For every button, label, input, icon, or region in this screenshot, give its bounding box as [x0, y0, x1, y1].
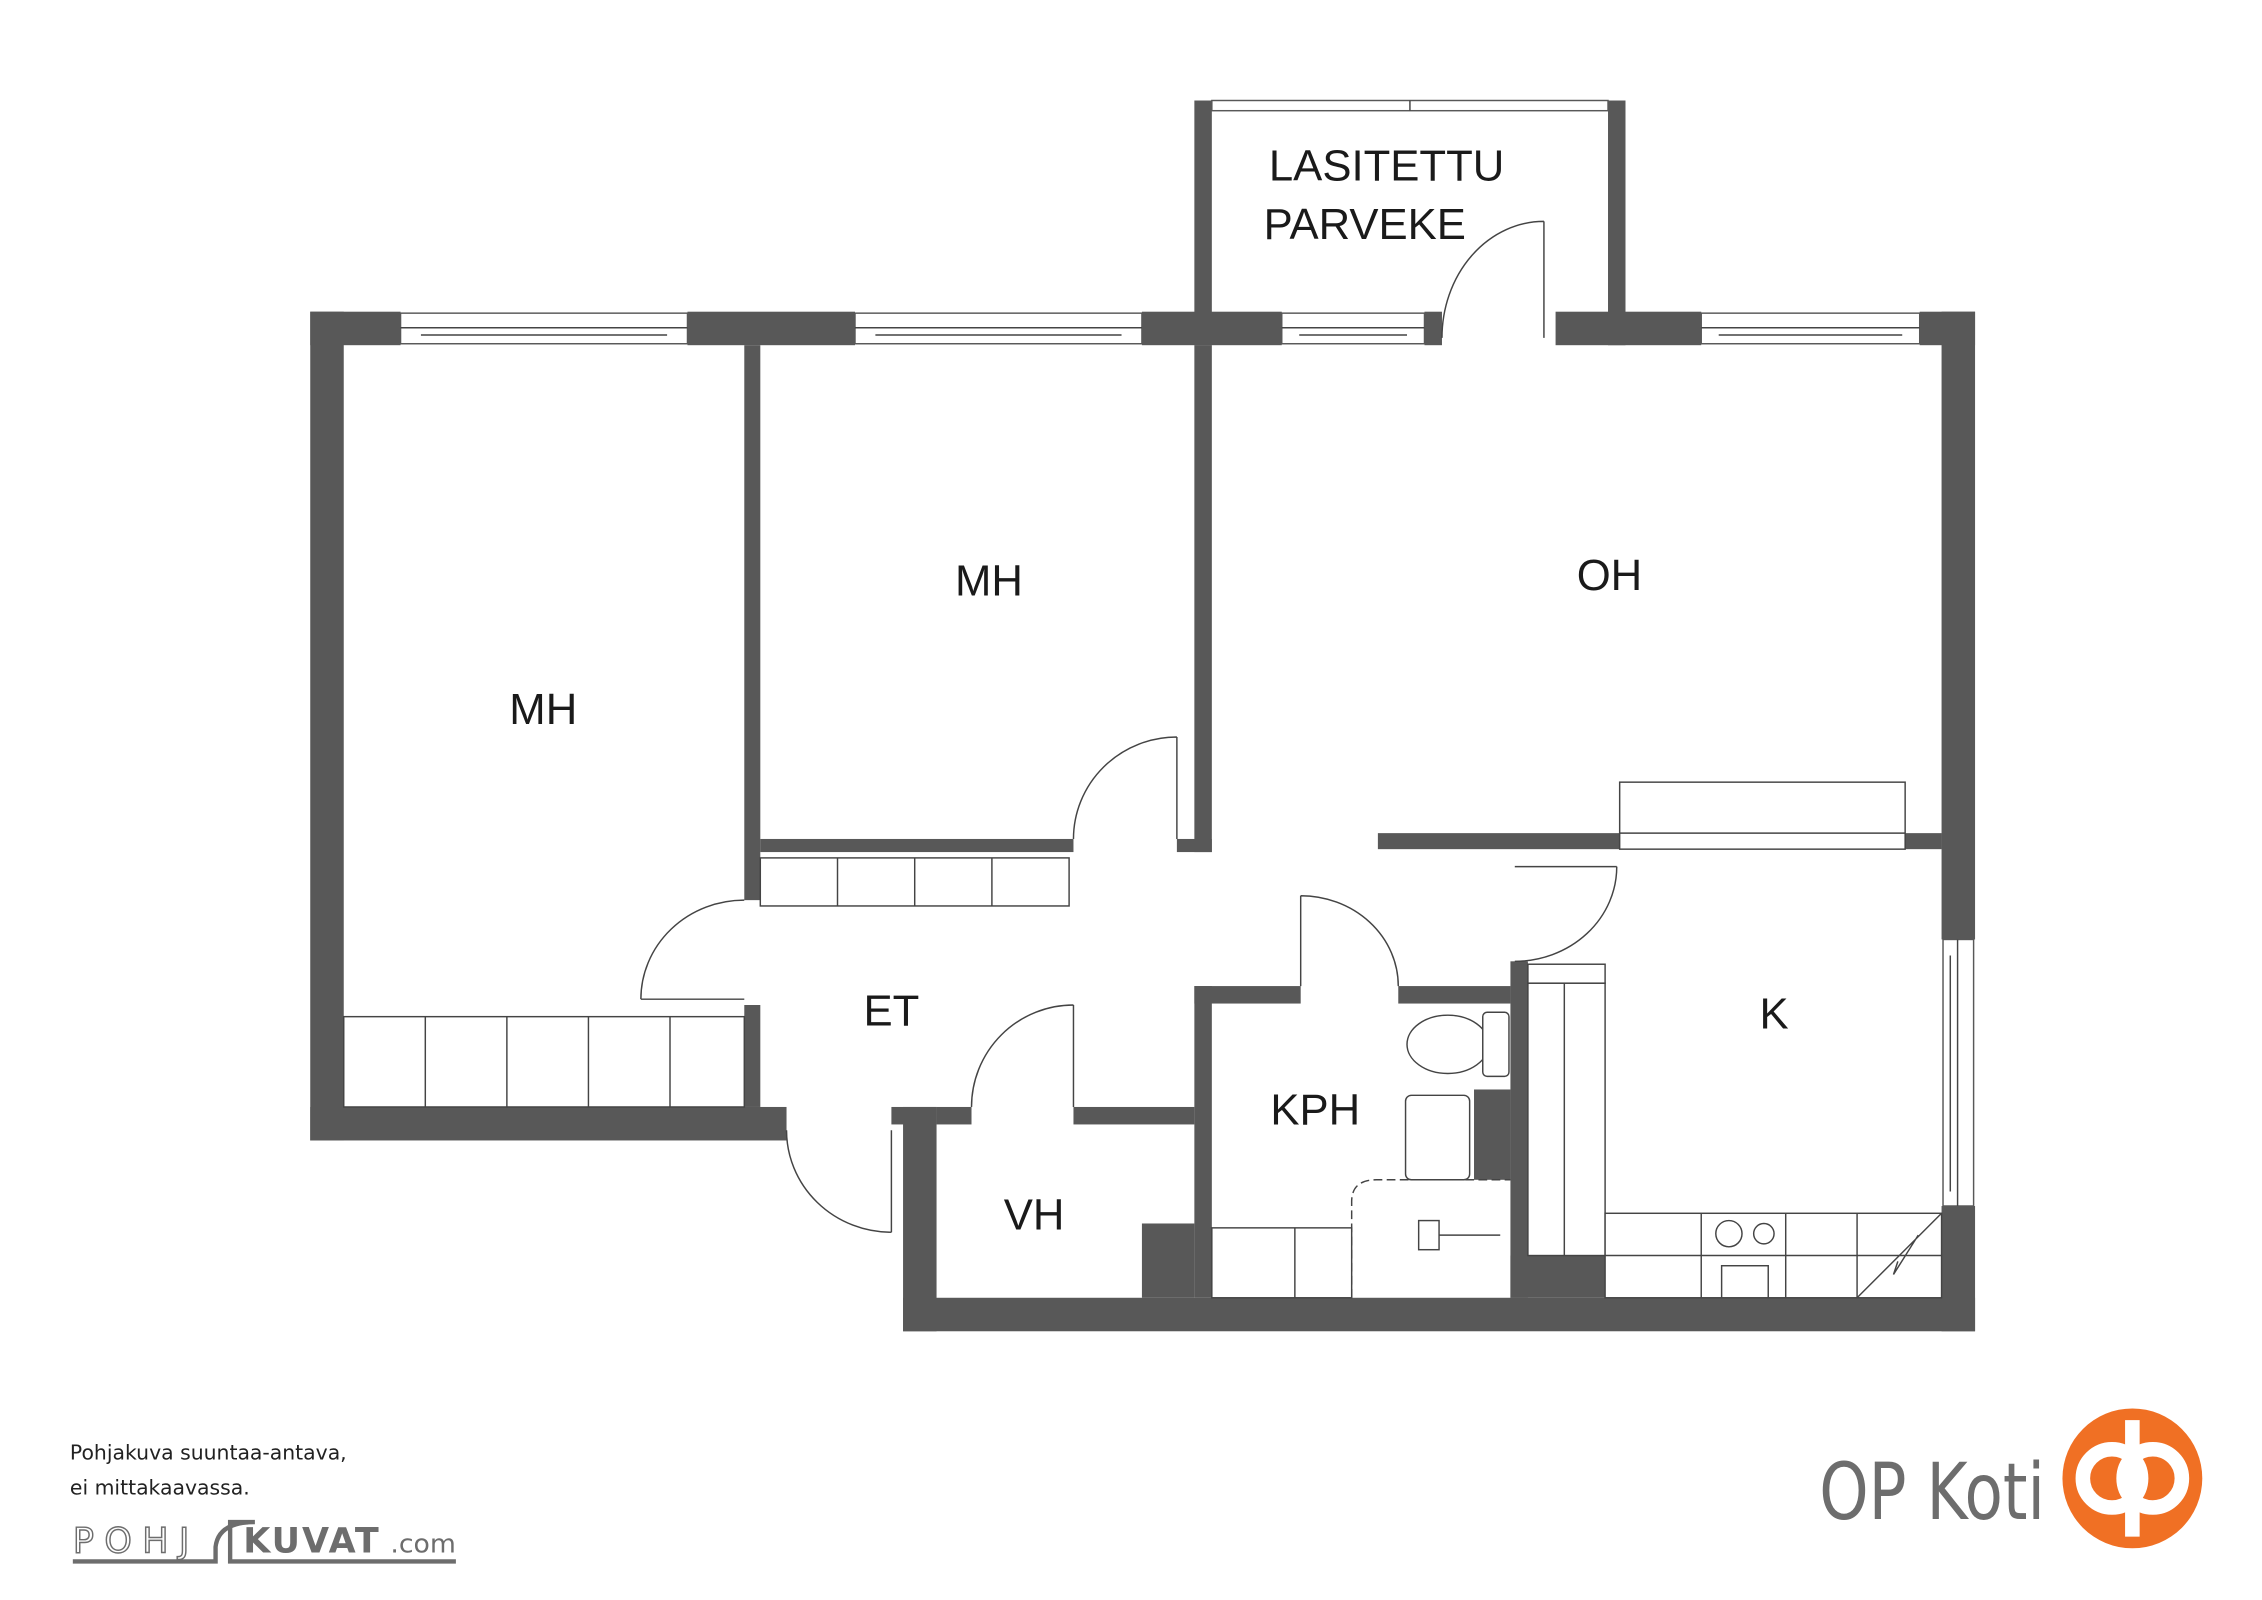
- bedroom-1-door: [640, 899, 745, 1000]
- room-label-kitchen: K: [1759, 989, 1788, 1038]
- toilet: [1406, 1014, 1490, 1075]
- logo-bold-text: KUVAT: [243, 1522, 379, 1562]
- room-label-closet: VH: [1004, 1190, 1065, 1239]
- fixtures: [343, 781, 1943, 1299]
- room-label-bedroom-2: MH: [955, 557, 1023, 606]
- room-label-balcony-2: PARVEKE: [1264, 200, 1466, 249]
- pohjakuvat-logo: POHJ KUVAT .com: [72, 1519, 456, 1564]
- logo-outline-text: POHJ: [73, 1522, 190, 1562]
- stove-burner: [1715, 1219, 1743, 1248]
- closet-door: [970, 1004, 1075, 1107]
- balcony-door: [1441, 220, 1545, 338]
- walls: [310, 100, 1976, 1332]
- room-label-balcony-1: LASITETTU: [1269, 142, 1504, 191]
- room-label-hallway: ET: [863, 986, 919, 1035]
- stove-burner: [1752, 1222, 1775, 1245]
- room-label-living-room: OH: [1577, 551, 1643, 600]
- op-logo-icon: [2062, 1408, 2203, 1549]
- room-label-bedroom-1: MH: [509, 685, 577, 734]
- bedroom-2-door: [1072, 736, 1178, 839]
- logo-suffix-text: .com: [390, 1530, 456, 1560]
- entrance-door: [785, 1130, 893, 1233]
- disclaimer-line-1: Pohjakuva suuntaa-antava,: [70, 1440, 347, 1464]
- room-label-bathroom: KPH: [1270, 1085, 1360, 1134]
- shower-area: [1350, 1179, 1511, 1298]
- room-labels: MH MH OH LASITETTU PARVEKE ET K KPH VH: [509, 142, 1788, 1240]
- brand-name: OP Koti: [1819, 1446, 2045, 1538]
- kitchen-door: [1514, 865, 1618, 963]
- doors: [640, 220, 1618, 1233]
- disclaimer-line-2: ei mittakaavassa.: [70, 1475, 250, 1499]
- fridge: [1856, 1212, 1943, 1299]
- sink: [1404, 1094, 1471, 1181]
- bathroom-door: [1299, 895, 1400, 987]
- windows: [399, 99, 1975, 1207]
